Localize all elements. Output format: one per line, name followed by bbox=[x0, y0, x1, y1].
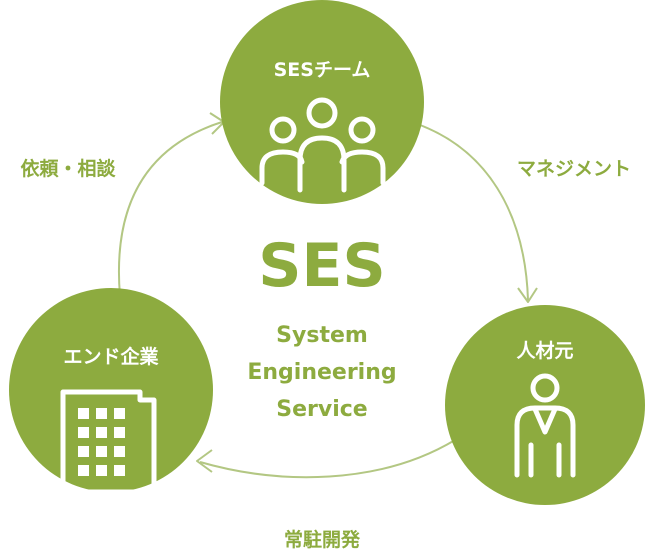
node-talent-source-label: 人材元 bbox=[516, 339, 573, 362]
office-building-icon bbox=[60, 389, 157, 495]
node-ses-team: SESチーム bbox=[220, 0, 424, 204]
arc-team-to-talent bbox=[419, 124, 529, 301]
center-title: SES bbox=[258, 231, 385, 301]
arc-talent-to-client bbox=[199, 439, 456, 479]
node-talent-source: 人材元 bbox=[445, 305, 645, 505]
arrowhead-to-talent bbox=[517, 287, 538, 303]
center-subtitle-line1: System bbox=[276, 323, 368, 348]
edge-label-management: マネジメント bbox=[517, 158, 631, 180]
node-end-client: エンド企業 bbox=[9, 288, 213, 495]
node-end-client-label: エンド企業 bbox=[63, 345, 159, 368]
edge-label-request: 依頼・相談 bbox=[20, 157, 116, 180]
node-ses-team-label: SESチーム bbox=[274, 59, 371, 81]
person-suit-icon bbox=[514, 373, 576, 478]
team-people-icon bbox=[259, 97, 386, 193]
center-subtitle-line3: Service bbox=[276, 397, 367, 422]
center-subtitle-line2: Engineering bbox=[247, 360, 396, 385]
cycle-arrows bbox=[118, 121, 529, 479]
arc-client-to-team bbox=[118, 121, 223, 297]
center-title-block: SES System Engineering Service bbox=[247, 231, 396, 422]
edge-labels: 依頼・相談 マネジメント 常駐開発 bbox=[20, 157, 631, 551]
edge-label-onsite: 常駐開発 bbox=[284, 528, 361, 551]
node-talent-source-circle bbox=[445, 305, 645, 505]
arrowhead-to-client bbox=[196, 449, 213, 473]
